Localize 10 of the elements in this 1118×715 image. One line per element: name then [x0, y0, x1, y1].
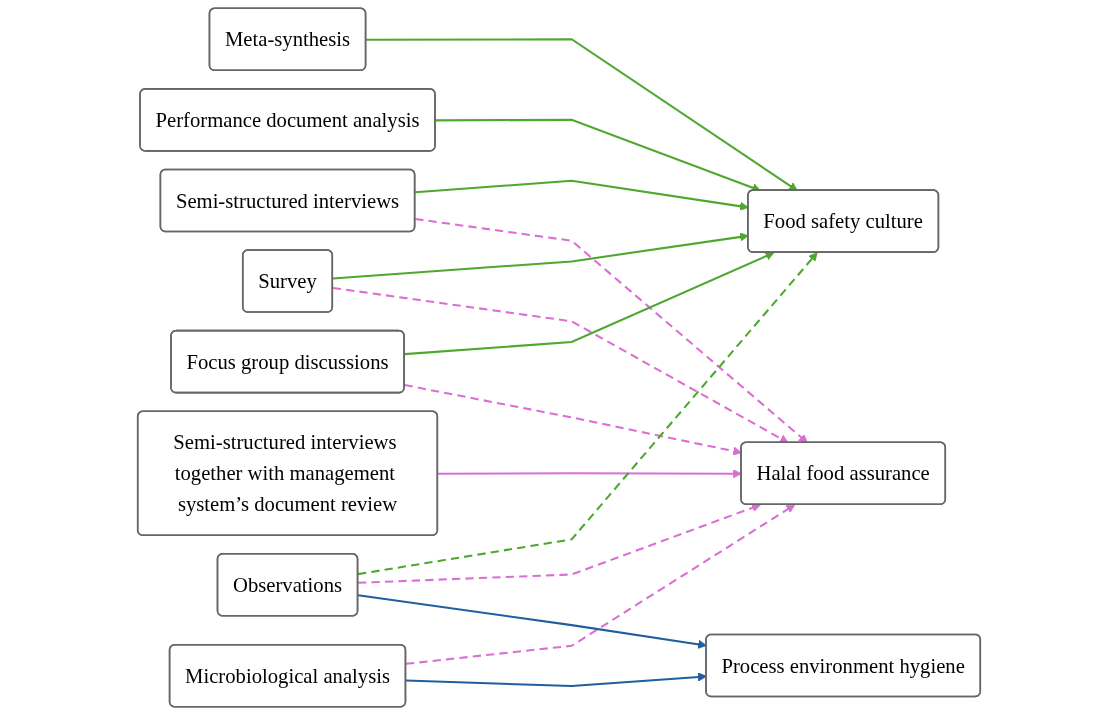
arrow [366, 38, 798, 192]
arrow [415, 217, 808, 444]
arrow [358, 503, 761, 584]
arrow [404, 251, 775, 356]
arrow [405, 504, 796, 665]
arrow [357, 252, 818, 576]
arrow [332, 286, 789, 444]
arrow [437, 469, 742, 479]
arrow [404, 384, 742, 456]
arrow [435, 118, 761, 192]
